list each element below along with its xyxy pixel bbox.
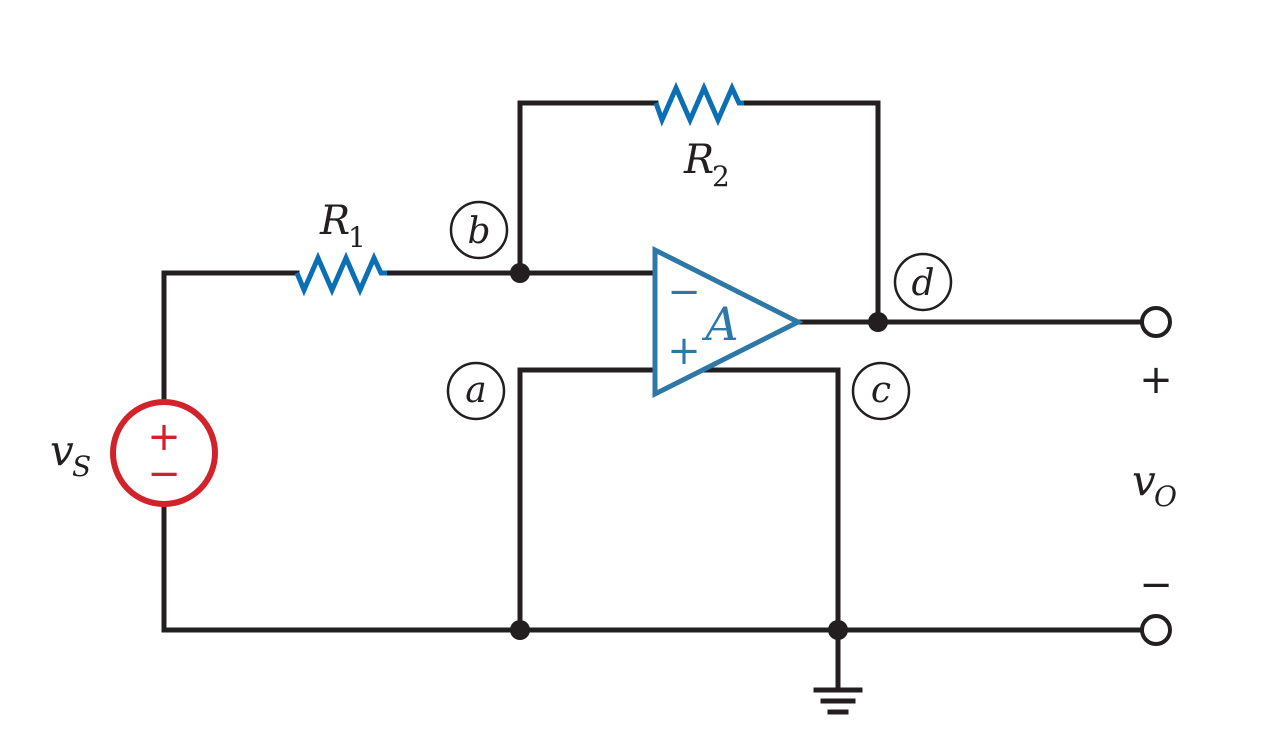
resistor-r1: R 1 bbox=[294, 198, 387, 297]
r2-label-subscript: 2 bbox=[712, 160, 730, 193]
source-label: v bbox=[50, 426, 74, 475]
r2-label: R bbox=[683, 137, 714, 183]
junction-dot-a bbox=[510, 620, 530, 640]
output-terminal-bottom bbox=[1140, 614, 1172, 646]
svg-text:b: b bbox=[467, 211, 490, 252]
op-amp-triangle-icon bbox=[652, 245, 804, 399]
voltage-source-icon bbox=[110, 399, 218, 507]
output-terminal-top bbox=[1140, 306, 1172, 338]
output-label: v bbox=[1132, 456, 1156, 505]
node-label-b: b bbox=[449, 200, 509, 260]
op-amp-noninverting-sign: + bbox=[667, 328, 701, 374]
wire-feedback-right bbox=[741, 100, 881, 325]
node-labels: b d a c bbox=[446, 200, 953, 421]
op-amp: − + A bbox=[652, 245, 804, 399]
source-label-subscript: S bbox=[72, 450, 91, 483]
wire-node-c bbox=[697, 367, 841, 633]
op-amp-inverting-sign: − bbox=[667, 269, 701, 315]
resistor-r2: R 2 bbox=[653, 81, 744, 193]
output-port: + − v O bbox=[1132, 306, 1177, 646]
junction-dot-c bbox=[828, 620, 848, 640]
junction-dot-d bbox=[868, 312, 888, 332]
wires bbox=[161, 100, 1145, 693]
wire-ground-rail bbox=[161, 503, 1145, 633]
wire-noninverting-node-a bbox=[517, 367, 658, 633]
voltage-source: + − v S bbox=[50, 399, 218, 507]
node-label-a: a bbox=[446, 361, 506, 421]
r1-label-subscript: 1 bbox=[348, 221, 366, 254]
svg-text:a: a bbox=[465, 370, 486, 411]
op-amp-gain-label: A bbox=[701, 297, 738, 351]
wire-feedback-left bbox=[517, 100, 659, 276]
node-label-d: d bbox=[893, 252, 953, 312]
r1-label: R bbox=[319, 198, 350, 244]
resistor-r1-zigzag-icon bbox=[294, 251, 387, 297]
source-plus-sign: + bbox=[147, 414, 181, 460]
junction-dot-b bbox=[510, 263, 530, 283]
junction-dots bbox=[510, 263, 888, 640]
source-minus-sign: − bbox=[147, 451, 181, 497]
wire-source-top bbox=[161, 270, 300, 403]
ground-icon bbox=[813, 687, 863, 715]
svg-text:d: d bbox=[911, 263, 934, 304]
output-minus-sign: − bbox=[1139, 562, 1173, 608]
output-label-subscript: O bbox=[1154, 480, 1177, 513]
node-label-c: c bbox=[851, 361, 911, 421]
output-plus-sign: + bbox=[1139, 357, 1173, 403]
svg-text:c: c bbox=[871, 370, 891, 411]
resistor-r2-zigzag-icon bbox=[653, 81, 744, 127]
